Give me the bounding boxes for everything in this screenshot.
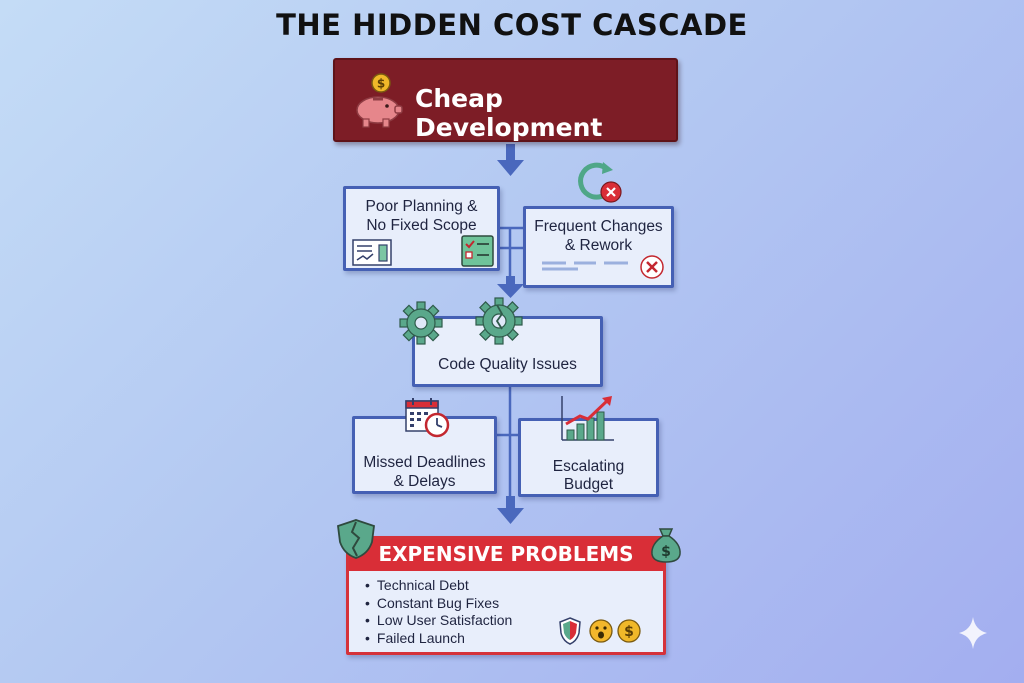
rising-bar-chart-icon (561, 396, 614, 441)
list-item: Low User Satisfaction (365, 612, 512, 630)
poor-planning-label-line2: No Fixed Scope (366, 217, 477, 234)
arrow-shaft-2 (506, 276, 515, 286)
arrow-shaft-1 (506, 144, 515, 162)
expensive-problems-header: EXPENSIVE PROBLEMS (349, 539, 663, 571)
shield-icon (559, 617, 581, 645)
broken-gear-icon (475, 297, 523, 345)
dollar-coin-icon: $ (617, 619, 641, 643)
cheap-development-label: Cheap Development (415, 84, 603, 142)
svg-text:$: $ (624, 624, 634, 640)
svg-text:$: $ (661, 544, 671, 560)
x-mark-icon (640, 255, 664, 279)
poor-planning-box: Poor Planning & No Fixed Scope (343, 186, 500, 271)
piggy-bank-icon: $ (356, 73, 403, 128)
refresh-error-icon (578, 162, 622, 203)
calendar-clock-icon (405, 398, 450, 438)
document-chart-icon (352, 239, 392, 266)
dash-lines-icon (542, 261, 628, 271)
cheap-development-box: $ Cheap Development (333, 58, 678, 142)
frequent-changes-label-line1: Frequent Changes (534, 218, 663, 235)
shocked-face-icon (589, 619, 613, 643)
missed-deadlines-label-line1: Missed Deadlines (363, 454, 486, 471)
list-item: Constant Bug Fixes (365, 595, 512, 613)
arrow-shaft-3 (506, 496, 515, 510)
missed-deadlines-box: Missed Deadlines & Delays (352, 416, 497, 494)
list-item: Failed Launch (365, 630, 512, 648)
svg-text:$: $ (377, 77, 385, 91)
frequent-changes-label-line2: & Rework (564, 237, 633, 254)
money-bag-icon: $ (651, 528, 681, 563)
escalating-budget-label-line1: Escalating (552, 458, 625, 475)
problem-list: Technical Debt Constant Bug Fixes Low Us… (365, 577, 512, 647)
escalating-budget-label-line2: Budget (563, 476, 614, 493)
diagram-title: THE HIDDEN COST CASCADE (276, 8, 748, 42)
expensive-problems-title: EXPENSIVE PROBLEMS (378, 542, 634, 566)
arrow-head-2 (497, 284, 524, 298)
arrow-head-3 (497, 508, 524, 524)
expensive-problems-box: EXPENSIVE PROBLEMS Technical Debt Consta… (346, 536, 666, 655)
arrow-head-1 (497, 160, 524, 176)
sparkle-icon (959, 617, 987, 649)
code-quality-label: Code Quality Issues (438, 356, 577, 373)
broken-shield-icon (337, 519, 375, 559)
poor-planning-label-line1: Poor Planning & (365, 198, 478, 215)
frequent-changes-box: Frequent Changes & Rework (523, 206, 674, 288)
list-item: Technical Debt (365, 577, 512, 595)
checklist-icon (461, 235, 494, 267)
gear-icon (399, 301, 443, 345)
missed-deadlines-label-line2: & Delays (393, 473, 456, 490)
